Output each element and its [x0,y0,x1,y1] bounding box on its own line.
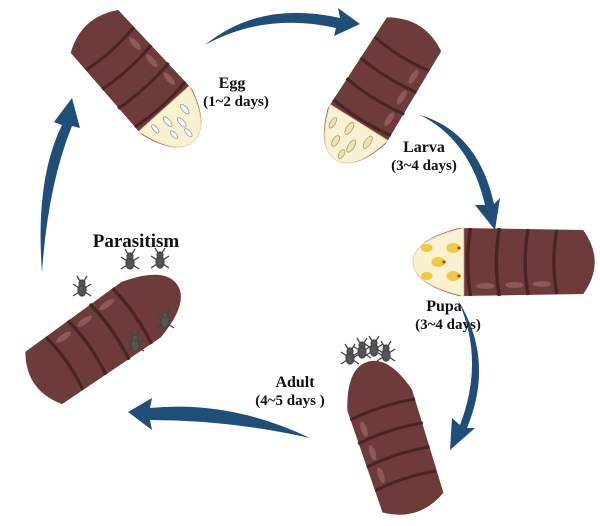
pupa-label: Pupa (3~4 days) [415,298,481,333]
parasitism-label: Parasitism [93,231,180,252]
arrow-egg-to-larva [205,8,360,45]
arrow-pupa-to-adult [450,300,480,450]
arrow-adult-to-parasitism [128,398,310,438]
stage-name: Larva [403,139,445,156]
egg-stage-puparium [61,0,221,166]
larva-label: Larva (3~4 days) [391,139,457,174]
stage-duration: (1~2 days) [203,94,269,110]
stage-name: Pupa [426,298,462,315]
arrow-parasitism-to-egg [40,98,80,272]
egg-label: Egg (1~2 days) [203,75,269,110]
stage-duration: (3~4 days) [391,158,457,174]
emerging-wasps-icon [340,335,396,365]
stage-duration: (3~4 days) [415,317,481,333]
stage-name: Adult [275,374,315,391]
stage-name: Egg [219,75,246,92]
stage-duration: (4~5 days ) [255,393,324,409]
arrow-larva-to-pupa [420,115,500,230]
larva-stage-puparium [305,6,450,180]
adult-label: Adult (4~5 days ) [255,374,324,409]
pupa-stage-puparium [411,226,597,298]
adult-emergence-puparium [333,349,450,525]
parasitism-puparium [13,255,199,414]
